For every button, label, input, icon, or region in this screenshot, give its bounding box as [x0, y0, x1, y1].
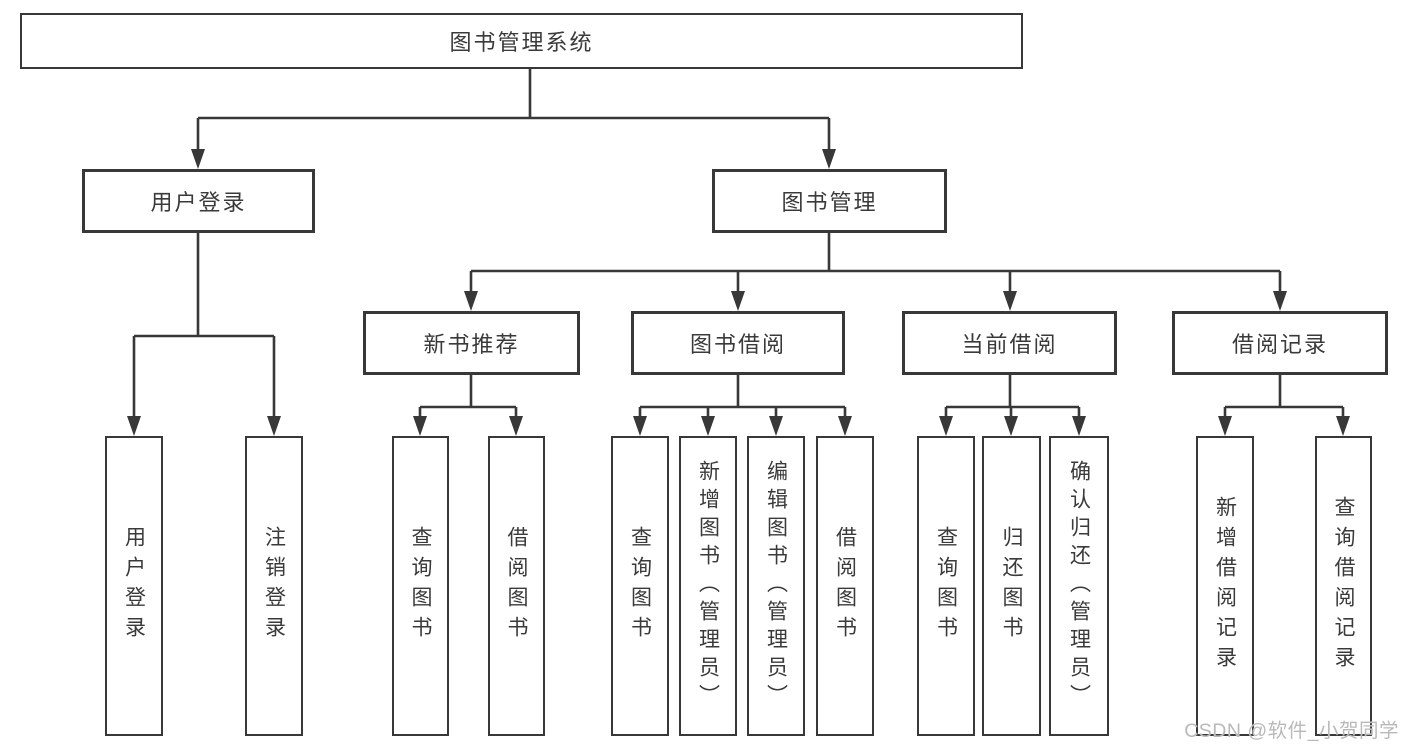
- leaf-edit-book-admin: 编辑图书（管理员）: [747, 436, 805, 736]
- leaf-query-books-borrow: 查询图书: [611, 436, 669, 736]
- leaf-label: 归还图书: [1000, 526, 1024, 646]
- leaf-label: 查询图书: [934, 526, 958, 646]
- leaf-label: 用户登录: [122, 526, 146, 646]
- node-label: 图书借阅: [689, 332, 786, 357]
- leaf-user-login: 用户登录: [105, 436, 163, 736]
- leaf-add-borrow-record: 新增借阅记录: [1196, 436, 1254, 736]
- node-book-borrowing: 图书借阅: [631, 311, 845, 375]
- node-library-system: 图书管理系统: [20, 13, 1023, 69]
- leaf-label: 确认归还（管理员）: [1067, 460, 1091, 712]
- leaf-query-borrow-record: 查询借阅记录: [1315, 436, 1372, 736]
- leaf-label: 借阅图书: [833, 526, 857, 646]
- node-label: 图书管理: [781, 190, 878, 215]
- node-label: 借阅记录: [1231, 332, 1328, 357]
- node-current-borrowing: 当前借阅: [902, 311, 1117, 375]
- leaf-label: 查询图书: [409, 526, 433, 646]
- leaf-label: 新增借阅记录: [1213, 496, 1237, 676]
- csdn-watermark: CSDN @软件_小贺同学: [1184, 720, 1399, 742]
- leaf-borrow-books-recommend: 借阅图书: [488, 436, 545, 736]
- leaf-return-books: 归还图书: [982, 436, 1041, 736]
- node-new-book-recommendation: 新书推荐: [363, 311, 580, 375]
- node-label: 新书推荐: [423, 332, 520, 357]
- leaf-query-books-current: 查询图书: [917, 436, 975, 736]
- leaf-query-books-recommend: 查询图书: [392, 436, 449, 736]
- node-user-login: 用户登录: [82, 169, 315, 233]
- leaf-borrow-books: 借阅图书: [816, 436, 874, 736]
- leaf-label: 编辑图书（管理员）: [764, 460, 788, 712]
- arrowhead-icons: [127, 149, 1350, 436]
- leaf-label: 借阅图书: [505, 526, 529, 646]
- leaf-confirm-return-admin: 确认归还（管理员）: [1049, 436, 1109, 736]
- node-book-management: 图书管理: [712, 169, 947, 233]
- node-borrowing-records: 借阅记录: [1172, 311, 1388, 375]
- node-label: 用户登录: [150, 190, 247, 215]
- node-label: 当前借阅: [961, 332, 1058, 357]
- leaf-label: 查询借阅记录: [1332, 496, 1356, 676]
- leaf-logout: 注销登录: [245, 436, 303, 736]
- connector-stems: [132, 69, 1345, 421]
- leaf-add-book-admin: 新增图书（管理员）: [679, 436, 737, 736]
- leaf-label: 注销登录: [262, 526, 286, 646]
- node-label: 图书管理系统: [449, 30, 594, 55]
- leaf-label: 查询图书: [628, 526, 652, 646]
- leaf-label: 新增图书（管理员）: [696, 460, 720, 712]
